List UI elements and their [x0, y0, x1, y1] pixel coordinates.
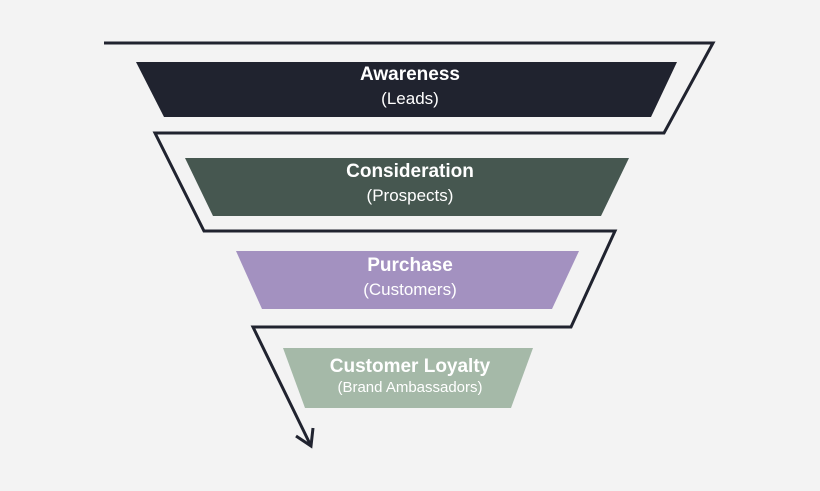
stage-title: Consideration — [346, 161, 474, 182]
stage-label-awareness: Awareness (Leads) — [0, 64, 820, 108]
stage-subtitle: (Leads) — [381, 88, 439, 108]
stage-subtitle: (Prospects) — [366, 185, 454, 205]
stage-label-purchase: Purchase (Customers) — [0, 255, 820, 299]
flow-arrowhead-icon — [295, 427, 315, 449]
stage-subtitle: (Brand Ambassadors) — [337, 378, 483, 396]
stage-band-purchase — [236, 251, 579, 309]
stage-title: Purchase — [367, 255, 453, 276]
stage-subtitle: (Customers) — [363, 279, 457, 299]
stage-label-customer-loyalty: Customer Loyalty (Brand Ambassadors) — [0, 356, 820, 396]
stage-title: Awareness — [360, 64, 460, 85]
flow-outline — [104, 41, 716, 447]
stage-band-awareness — [136, 62, 677, 117]
stage-label-consideration: Consideration (Prospects) — [0, 161, 820, 205]
stage-title: Customer Loyalty — [329, 356, 491, 377]
stage-band-customer-loyalty — [283, 348, 533, 408]
stage-band-consideration — [185, 158, 629, 216]
